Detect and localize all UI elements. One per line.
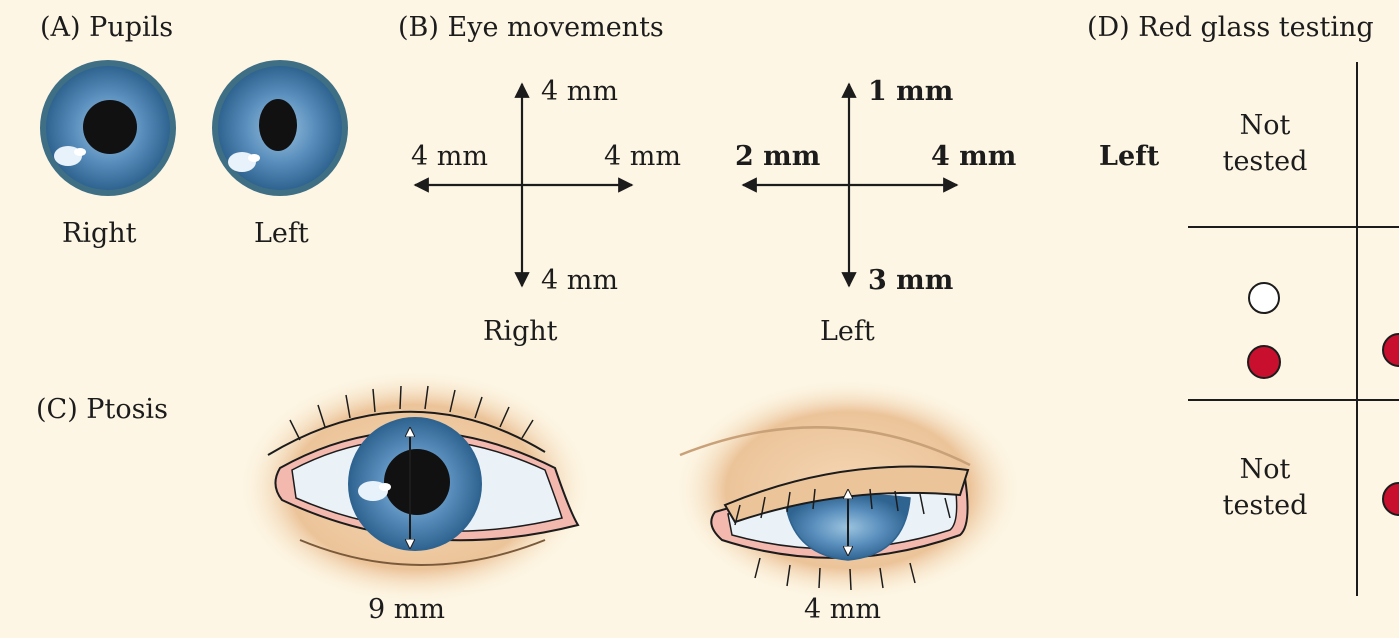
panel-a-title: (A) Pupils	[40, 12, 174, 43]
right-eye-up-value: 4 mm	[541, 76, 618, 107]
right-eye-left-value: 4 mm	[411, 141, 488, 172]
pupil-right-label: Right	[62, 218, 137, 249]
red-image-dot-bottom-right	[1382, 482, 1399, 516]
red-glass-top-cell: Not tested	[1222, 110, 1308, 177]
left-eye-ptosis	[673, 378, 1023, 602]
panel-c-title: (C) Ptosis	[36, 394, 168, 425]
right-eye-down-value: 4 mm	[541, 265, 618, 296]
red-glass-grid	[1188, 62, 1399, 596]
right-eye-caption: Right	[483, 316, 558, 347]
red-image-dot-right-column	[1382, 333, 1399, 367]
right-eye-ptosis	[237, 369, 593, 605]
left-eye-caption: Left	[820, 316, 875, 347]
left-eye-down-value: 3 mm	[868, 265, 954, 296]
right-eye-movement-cross	[413, 82, 634, 288]
left-pupil-eye	[212, 60, 348, 196]
left-eye-right-value: 4 mm	[931, 141, 1017, 172]
left-eye-left-value: 2 mm	[735, 141, 821, 172]
right-eye-ptosis-measure: 9 mm	[368, 594, 445, 625]
white-image-dot	[1248, 282, 1280, 314]
left-eye-up-value: 1 mm	[868, 76, 954, 107]
right-eye-right-value: 4 mm	[604, 141, 681, 172]
panel-b-title: (B) Eye movements	[398, 12, 664, 43]
red-glass-row-label: Left	[1099, 141, 1160, 172]
right-pupil-eye	[40, 60, 176, 196]
left-eye-ptosis-measure: 4 mm	[804, 594, 881, 625]
left-eye-movement-cross	[741, 82, 959, 288]
red-glass-bottom-cell: Not tested	[1222, 454, 1308, 521]
pupil-left-label: Left	[254, 218, 309, 249]
red-image-dot	[1247, 345, 1281, 379]
panel-d-title: (D) Red glass testing	[1087, 12, 1374, 43]
